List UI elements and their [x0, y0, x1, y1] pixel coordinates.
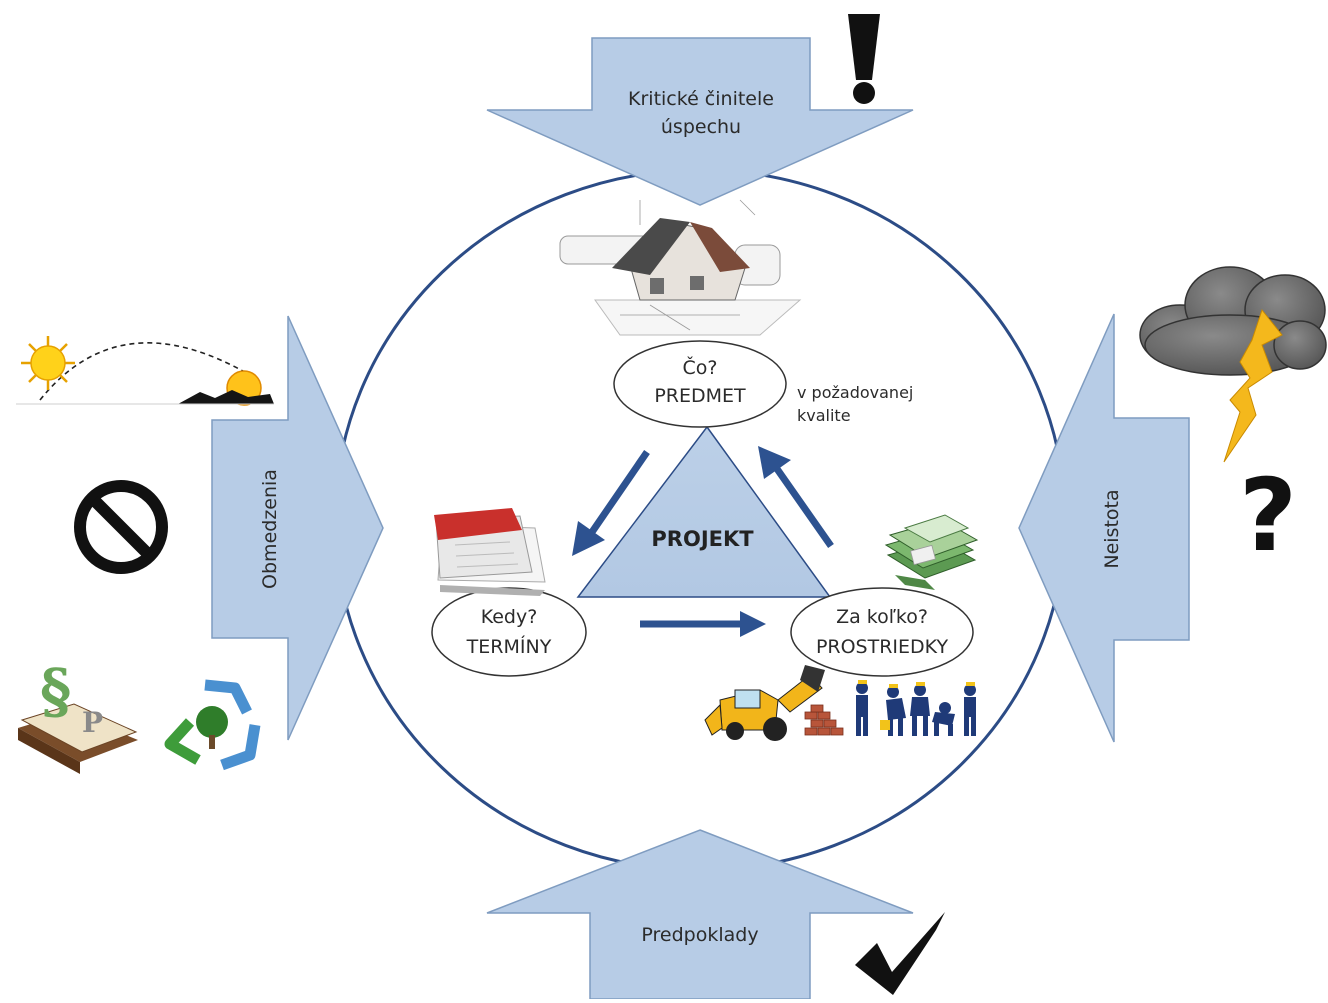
question-icon: ? [1239, 457, 1297, 574]
prohibition-icon [74, 480, 168, 574]
time-name: TERMÍNY [466, 636, 552, 658]
svg-text:?: ? [1239, 457, 1297, 574]
subject-name: PREDMET [654, 385, 746, 407]
left-arrow-label: Obmedzenia [259, 469, 281, 589]
sun-trajectory-icon [16, 336, 274, 406]
workers-machinery-icon [704, 665, 976, 741]
center-label: PROJEKT [651, 527, 754, 551]
project-triangle [576, 425, 832, 598]
left-arrow [211, 315, 384, 741]
top-arrow [486, 37, 914, 206]
resources-question: Za koľko? [836, 606, 928, 628]
house-blueprint-icon [559, 199, 802, 336]
svg-text:P: P [82, 706, 103, 739]
storm-cloud-icon [1139, 266, 1327, 463]
resources-name: PROSTRIEDKY [815, 636, 949, 658]
time-node [431, 587, 587, 677]
flow-arrow-time-to-resources [640, 611, 766, 637]
calendar-icon [434, 508, 546, 596]
resources-node [790, 587, 974, 677]
time-question: Kedy? [480, 606, 538, 628]
subject-quality-note: v požadovanej kvalite [797, 383, 914, 426]
checkmark-icon [855, 912, 945, 995]
right-arrow [1018, 313, 1190, 743]
recycle-icon [164, 679, 261, 771]
right-arrow-label: Neistota [1101, 489, 1123, 569]
svg-text:§: § [40, 657, 71, 727]
exclamation-icon [848, 14, 880, 104]
subject-question: Čo? [682, 357, 718, 379]
bottom-arrow-label: Predpoklady [641, 924, 759, 946]
subject-node [613, 340, 787, 428]
flow-arrow-resources-to-subject [758, 446, 834, 549]
top-arrow-label: Kritické činitele úspechu [628, 88, 774, 138]
law-book-icon: § P [18, 657, 138, 774]
money-stack-icon [884, 514, 979, 590]
bottom-arrow [486, 829, 914, 1000]
flow-arrow-subject-to-time [572, 450, 650, 556]
